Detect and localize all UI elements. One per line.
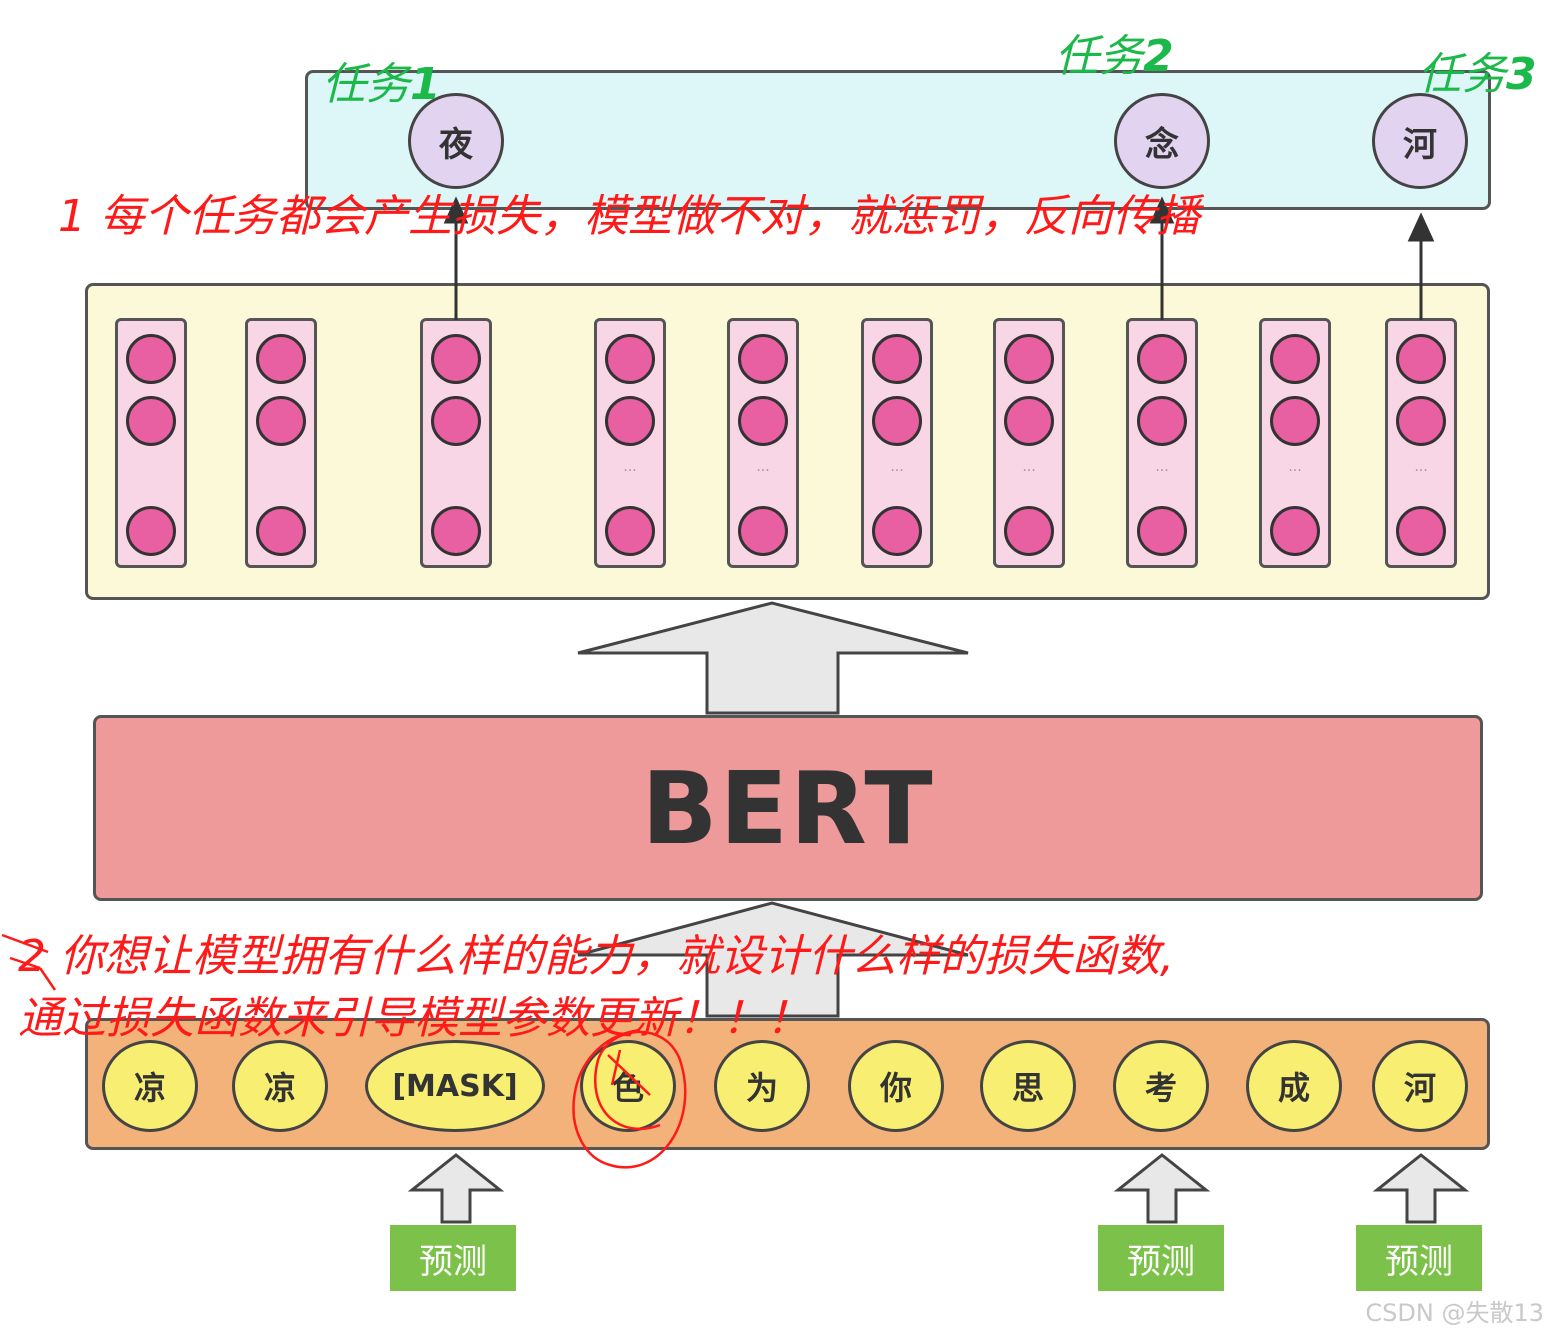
predict-label-1: 预测 xyxy=(390,1225,516,1291)
annotation-loss-design-line1: 2 你想让模型拥有什么样的能力，就设计什么样的损失函数, xyxy=(18,931,1174,982)
output-token-1: 夜 xyxy=(408,93,504,189)
ellipsis: ··· xyxy=(890,463,904,479)
predict-label-3: 预测 xyxy=(1356,1225,1482,1291)
predict-arrow-3 xyxy=(1372,1153,1470,1224)
input-token-mask: [MASK] xyxy=(365,1040,545,1132)
hidden-vector-1 xyxy=(115,318,187,568)
input-token-8: 考 xyxy=(1113,1040,1209,1132)
task-label-3: 任务3 xyxy=(1418,49,1537,100)
hidden-vector-3 xyxy=(420,318,492,568)
input-token-9: 成 xyxy=(1246,1040,1342,1132)
input-token-1: 凉 xyxy=(102,1040,198,1132)
task-label-1: 任务1 xyxy=(322,59,441,110)
ellipsis: ··· xyxy=(1414,463,1428,479)
input-token-5: 为 xyxy=(714,1040,810,1132)
ellipsis: ··· xyxy=(756,463,770,479)
hidden-vector-8: ··· xyxy=(1126,318,1198,568)
hidden-vector-10: ··· xyxy=(1385,318,1457,568)
csdn-watermark: CSDN @失散13 xyxy=(1365,1299,1544,1327)
input-token-6: 你 xyxy=(848,1040,944,1132)
red-cross-mark xyxy=(607,1049,651,1096)
hidden-vector-5: ··· xyxy=(727,318,799,568)
hidden-vector-7: ··· xyxy=(993,318,1065,568)
ellipsis: ··· xyxy=(1022,463,1036,479)
output-token-3: 河 xyxy=(1372,93,1468,189)
predict-arrow-1 xyxy=(407,1153,505,1224)
output-token-2: 念 xyxy=(1114,93,1210,189)
bert-label: BERT xyxy=(641,749,935,867)
input-token-2: 凉 xyxy=(232,1040,328,1132)
ellipsis: ··· xyxy=(1288,463,1302,479)
red-circle-mark xyxy=(572,1028,687,1169)
block-arrow-input-to-bert xyxy=(577,901,969,1018)
annotation-loss-backprop: 1 每个任务都会产生损失，模型做不对，就惩罚，反向传播 xyxy=(58,191,1200,242)
ellipsis: ··· xyxy=(1155,463,1169,479)
red-scribble-mark xyxy=(1,933,57,991)
hidden-vector-4: ··· xyxy=(594,318,666,568)
annotation-loss-design-line2: 通过损失函数来引导模型参数更新！！！ xyxy=(18,993,810,1044)
hidden-vector-6: ··· xyxy=(861,318,933,568)
block-arrow-bert-to-hidden xyxy=(577,601,969,715)
hidden-vector-9: ··· xyxy=(1259,318,1331,568)
hidden-vector-2 xyxy=(245,318,317,568)
bert-block: BERT xyxy=(93,715,1483,901)
predict-arrow-2 xyxy=(1113,1153,1211,1224)
input-token-7: 思 xyxy=(980,1040,1076,1132)
input-token-10: 河 xyxy=(1372,1040,1468,1132)
ellipsis: ··· xyxy=(623,463,637,479)
predict-label-2: 预测 xyxy=(1098,1225,1224,1291)
task-label-2: 任务2 xyxy=(1055,31,1174,82)
